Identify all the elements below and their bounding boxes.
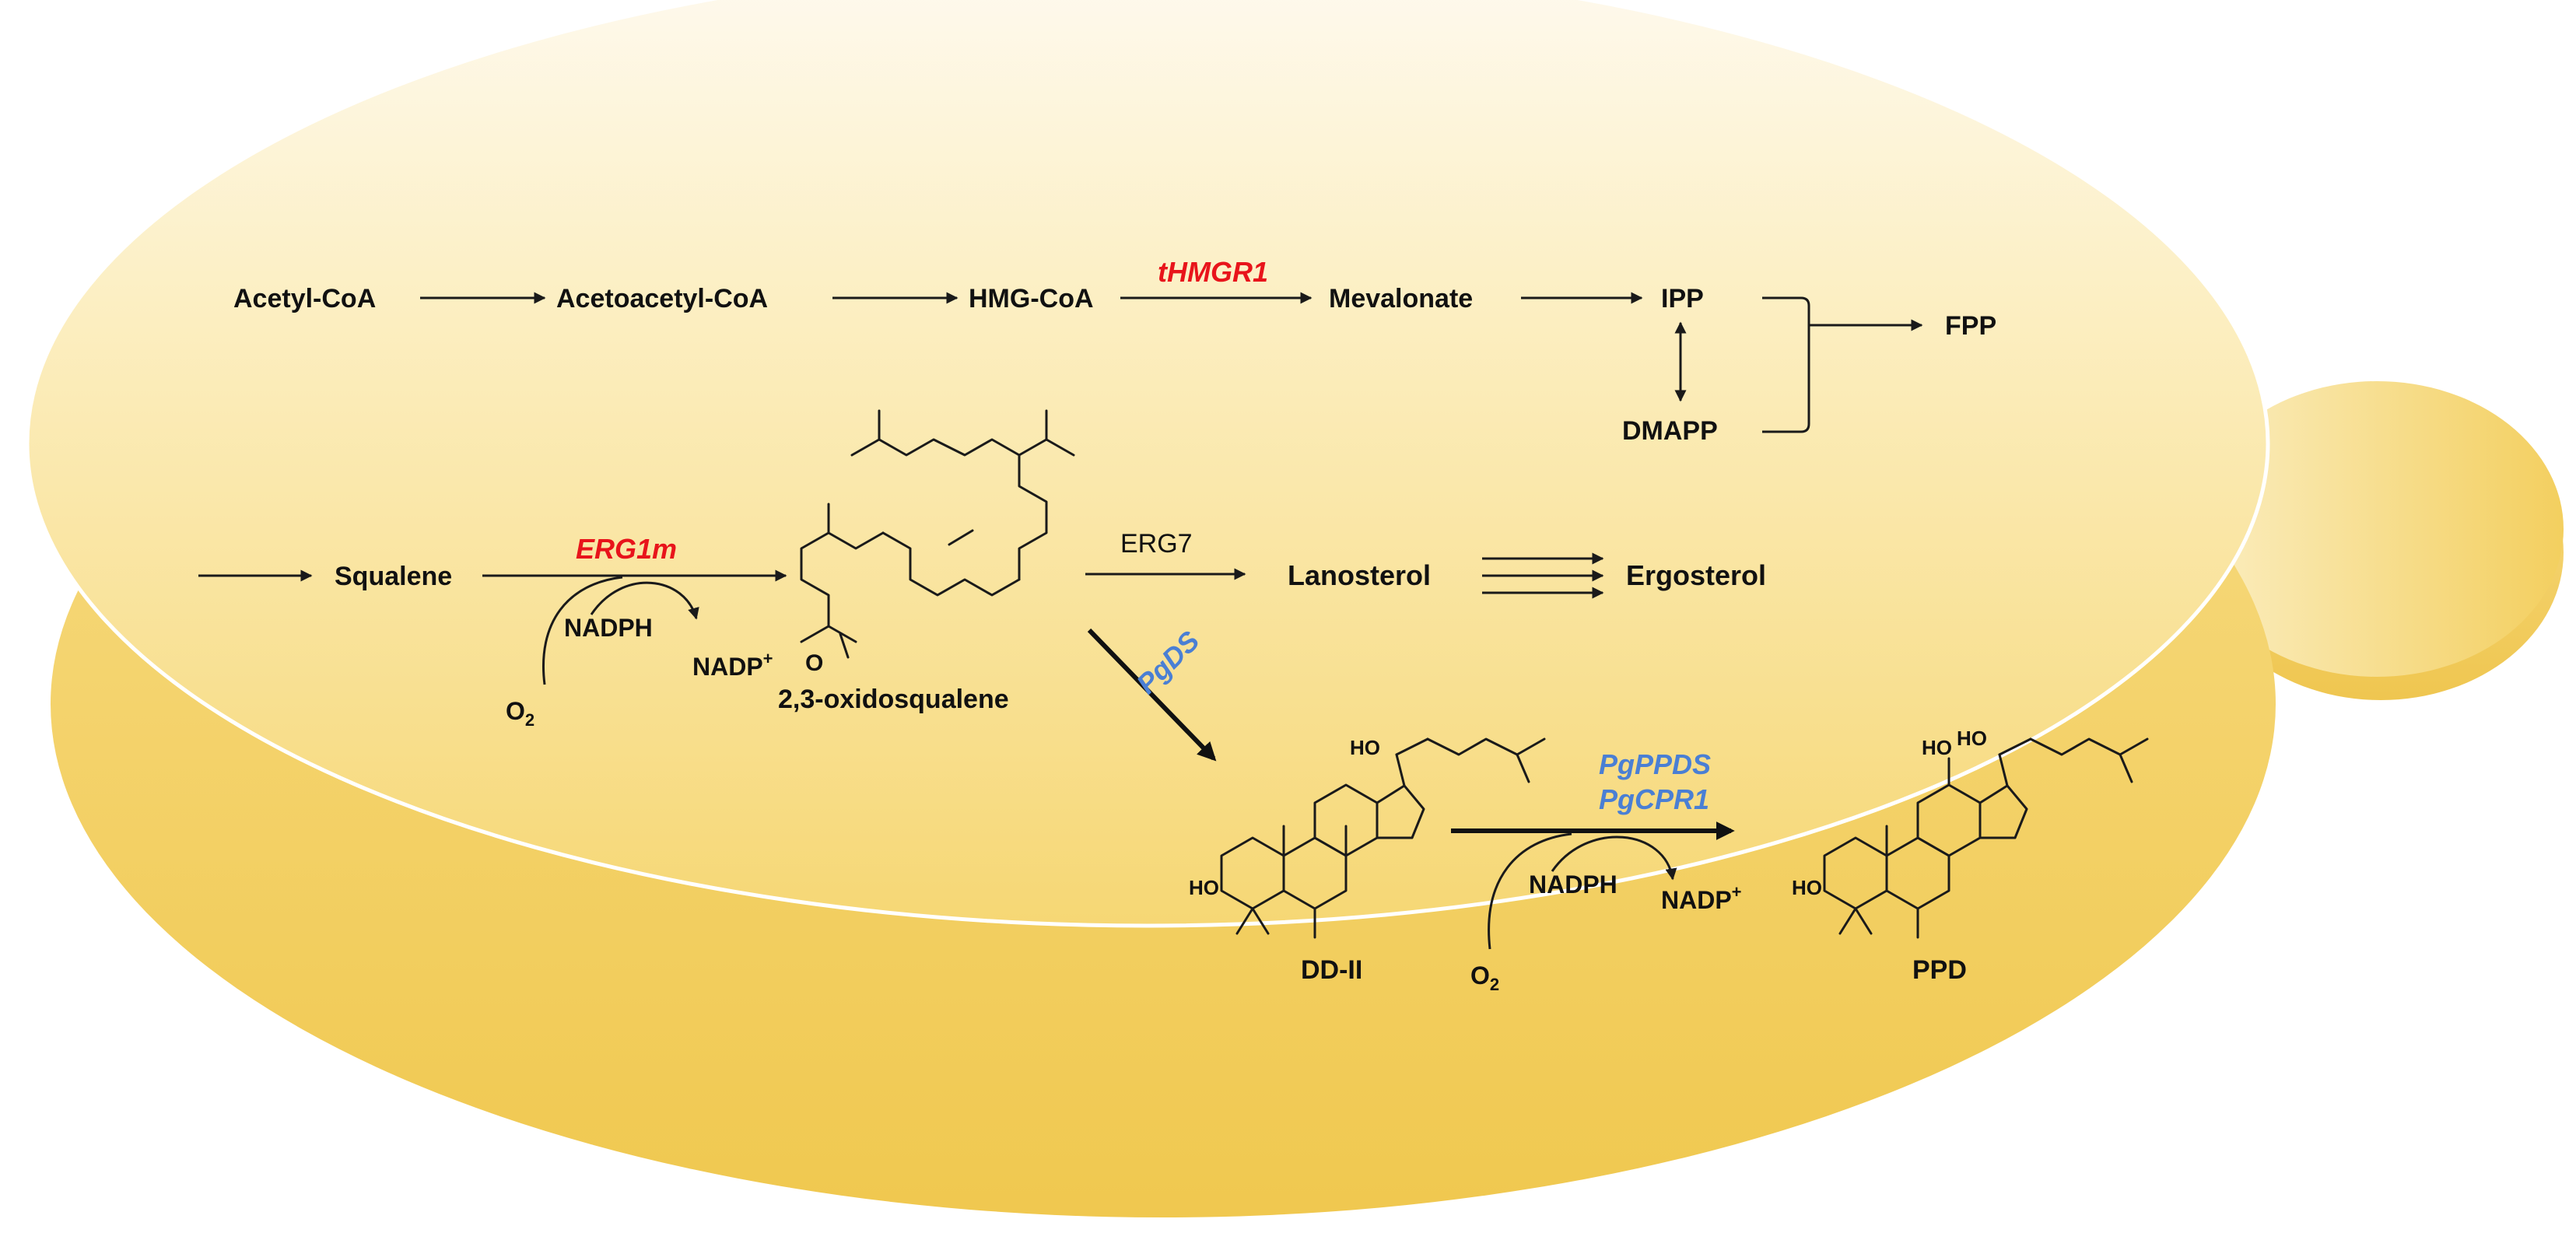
ergosterol-label: Ergosterol [1626,559,1766,591]
ddii-side-chain-2 [1395,737,1429,756]
ppd-side-chain-4 [2119,737,2149,756]
ddii-ho-side: HO [1350,736,1380,759]
nadph-label-2: NADPH [1529,870,1617,898]
oxidosqualene-epoxide-o: O [805,650,823,676]
pgcpr1-enzyme-label: PgCPR1 [1599,783,1709,815]
oxidosqualene-chain-right [1018,454,1048,581]
mevalonate-pathway-row: Acetyl-CoA Acetoacetyl-CoA HMG-CoA tHMGR… [233,256,1996,446]
ppd-side-chain-2 [1998,737,2032,756]
ddii-side-chain-5 [1516,753,1530,783]
oxidosqualene-chain-left [800,531,885,643]
o2-label-2: O2 [1470,962,1499,994]
ppd-structure: HO HO HO [1792,727,2149,939]
o2-uptake-curve-2 [1488,832,1572,950]
ppd-methyl-3 [1838,907,1857,935]
nadp-label-2: NADP+ [1661,882,1742,914]
oxidosqualene-bond-d [1045,438,1075,457]
ppd-side-chain-5 [2119,753,2133,783]
hmg-coa-label: HMG-CoA [969,284,1094,314]
ppd-side-chain-3 [2029,737,2122,756]
cell-top [25,0,2270,928]
sterol-pathway-row: Squalene ERG1m O2 NADPH NADP+ O 2,3-oxid… [198,409,1766,730]
bracket-ipp-dmapp [1762,296,1810,433]
ppd-ho-side: HO [1957,727,1987,750]
oxidosqualene-bond-b [1018,438,1048,457]
ppd-side-chain-1 [1998,753,2009,787]
ddii-ho-ring: HO [1189,876,1219,899]
ppd-ho-ring: HO [1792,876,1822,899]
acetyl-coa-label: Acetyl-CoA [233,284,376,314]
oxidosqualene-bond-e [948,529,974,546]
acetoacetyl-coa-label: Acetoacetyl-CoA [556,284,768,314]
ddii-side-chain-4 [1516,737,1546,756]
nadph-oxidation-curve-1 [590,581,699,620]
oxidosqualene-bond-h [839,632,850,659]
lanosterol-label: Lanosterol [1288,559,1431,591]
nadp-label-1: NADP+ [692,649,773,681]
oxidosqualene-structure: O [800,409,1075,676]
fpp-label: FPP [1945,311,1996,341]
ppd-ring-d [1978,784,2028,839]
ddii-methyl-4 [1251,907,1270,935]
yeast-cell [25,0,2564,1217]
o2-uptake-curve-1 [542,576,623,685]
erg7-enzyme-label: ERG7 [1120,529,1193,559]
ppd-label: PPD [1912,955,1967,985]
ipp-label: IPP [1661,284,1704,314]
o2-label-1: O2 [506,697,534,730]
ddii-label: DD-II [1301,955,1362,985]
nadph-label-1: NADPH [564,614,653,642]
erg1m-enzyme-label: ERG1m [576,533,677,565]
oxidosqualene-chain-middle [881,531,1021,597]
ddii-methyl-3 [1235,907,1254,935]
oxidosqualene-label: 2,3-oxidosqualene [778,685,1009,714]
arrow-oxidosqualene-to-ddii [1087,628,1217,762]
ddii-structure: HO HO [1189,736,1546,939]
ddii-side-chain-3 [1426,737,1519,756]
mevalonate-label: Mevalonate [1329,284,1473,314]
bud-top [2190,381,2564,677]
ppd-methyl-4 [1854,907,1873,935]
oxidosqualene-bond-g [827,625,857,643]
ddii-ring-d [1376,784,1425,839]
dmapp-label: DMAPP [1622,416,1718,446]
squalene-label: Squalene [335,562,452,591]
nadph-oxidation-curve-2 [1551,835,1677,881]
thmgr1-enzyme-label: tHMGR1 [1158,256,1268,288]
ppd-ho-12: HO [1922,736,1952,759]
ddii-side-chain-1 [1395,753,1406,787]
pgppds-enzyme-label: PgPPDS [1599,748,1711,780]
multistep-arrows-lanosterol-to-ergosterol [1482,552,1604,599]
